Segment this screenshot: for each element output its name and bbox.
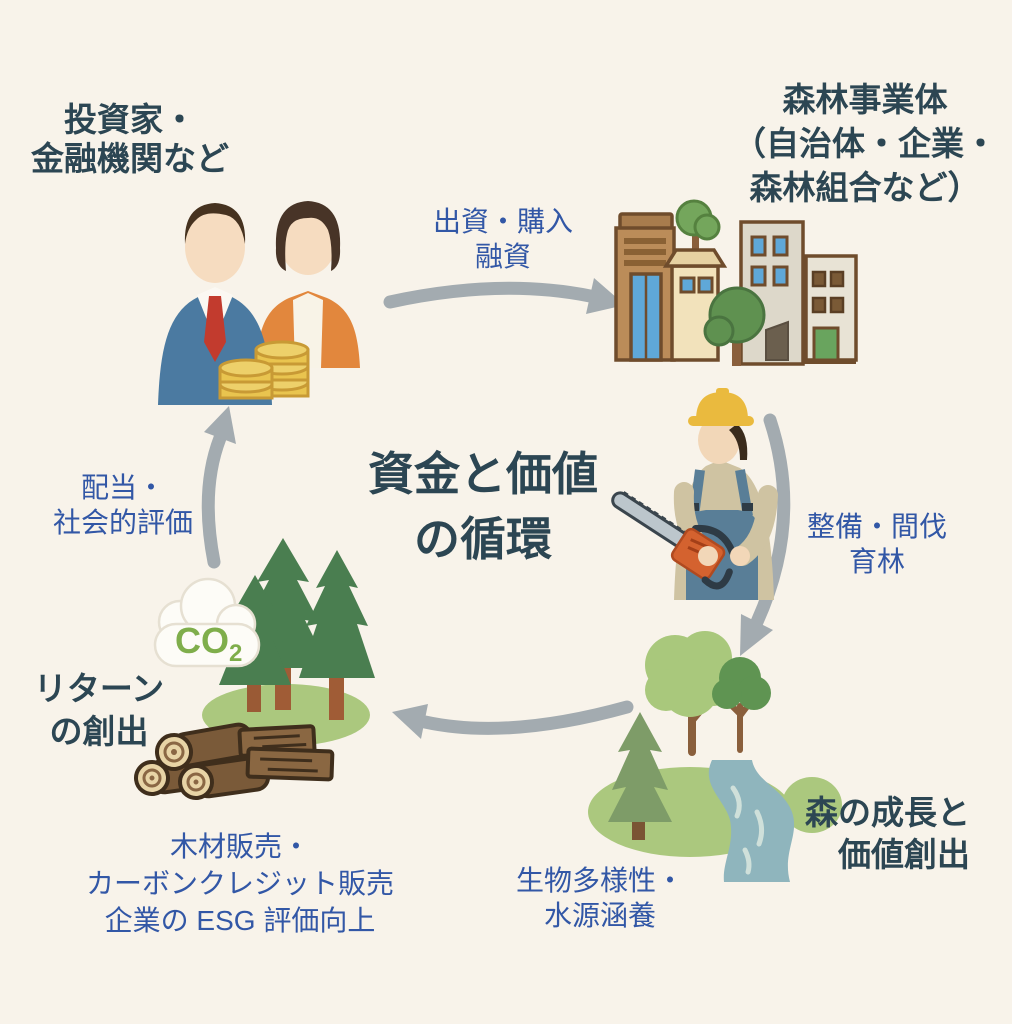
co2-label: CO2 <box>175 620 242 667</box>
chainsaw-icon <box>611 491 736 590</box>
grass-right-bank <box>782 777 842 833</box>
returns-illustration: CO2 <box>134 538 375 800</box>
dividend-arrow-icon <box>201 406 236 569</box>
investors-illustration <box>158 201 360 405</box>
worker-hand-left <box>698 546 718 566</box>
small-tree-icon <box>712 657 771 753</box>
biodiversity-label: 生物多様性・ 水源涵養 <box>515 865 684 931</box>
invest-arrow-icon <box>383 278 625 314</box>
worker-head <box>698 416 740 464</box>
investors-label: 投資家・ 金融機関など <box>31 101 229 177</box>
forest-entity-label: 森林事業体 （自治体・企業・ 森林組合など） <box>733 81 997 206</box>
planks-icon <box>237 724 335 782</box>
worker-illustration <box>611 388 778 600</box>
strap-buckle-right <box>742 503 753 511</box>
page-title: 資金と価値 の循環 <box>368 448 598 565</box>
worker-hair <box>729 424 748 460</box>
forest-growth-label: 森の成長と 価値創出 <box>805 794 970 873</box>
logs-icon <box>134 722 270 800</box>
growth-arrow-icon <box>392 700 634 739</box>
conifer-tree-icon <box>608 712 672 840</box>
buildings-illustration <box>614 199 858 366</box>
returns-label: リターン の創出 <box>33 670 165 750</box>
invest-flow-label: 出資・購入 融資 <box>432 206 573 272</box>
returns-detail-label: 木材販売・ カーボンクレジット販売 企業の ESG 評価向上 <box>85 831 394 936</box>
coins-icon <box>218 340 310 400</box>
maintain-flow-label: 整備・間伐 育林 <box>806 511 947 577</box>
river <box>708 760 795 882</box>
tall-gray-building <box>739 220 805 366</box>
back-tree-icon <box>675 199 721 254</box>
dividend-flow-label: 配当・ 社会的評価 <box>52 472 193 538</box>
river-streaks <box>730 785 765 875</box>
hard-hat-icon <box>688 388 754 426</box>
forest-river-illustration <box>588 631 842 882</box>
beige-annex <box>662 248 728 362</box>
front-tree-icon <box>703 286 766 366</box>
brown-building <box>614 212 676 362</box>
short-gray-building <box>804 254 858 362</box>
co2-cloud-icon: CO2 <box>153 577 261 668</box>
worker-hand-right <box>730 546 750 566</box>
